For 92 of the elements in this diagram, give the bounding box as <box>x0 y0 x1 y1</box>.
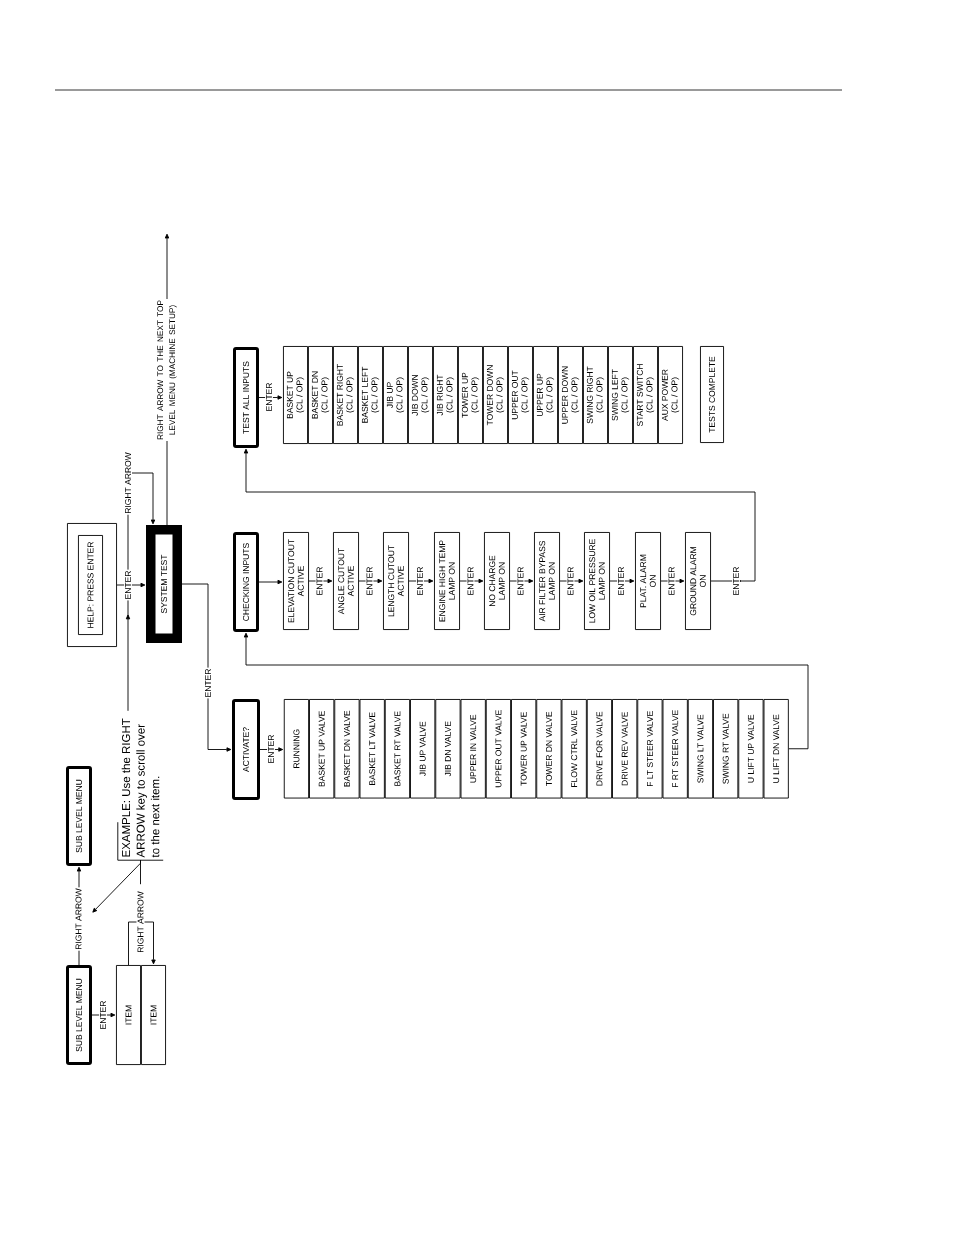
display-box: U LIFT UP VALVE <box>738 699 764 799</box>
display-box: AIR FILTER BYPASS LAMP ON <box>534 532 560 630</box>
display-box: JIB DOWN (CL / OP) <box>408 346 433 444</box>
arrow <box>116 582 146 588</box>
display-box: U LIFT DN VALVE <box>763 699 789 799</box>
arrow <box>308 578 333 584</box>
display-box: TOWER DN VALVE <box>536 699 562 799</box>
display-box: ITEM <box>116 965 141 1065</box>
edge-label: ENTER <box>466 565 475 597</box>
message-box: HELP: PRESS ENTER <box>78 535 103 635</box>
edge-label: RIGHT ARROW <box>136 890 145 954</box>
display-box: BASKET LEFT (CL / OP) <box>358 346 383 444</box>
arrow <box>660 578 685 584</box>
arrow <box>258 395 283 400</box>
display-box: TOWER DOWN (CL / OP) <box>483 346 508 444</box>
display-box: JIB UP VALVE <box>410 699 436 799</box>
edge-label: ENTER <box>516 565 525 597</box>
arrow <box>358 578 383 584</box>
display-box: ITEM <box>141 965 166 1065</box>
arrow <box>459 578 484 584</box>
display-box: JIB DN VALVE <box>435 699 461 799</box>
edge-label: ENTER <box>124 569 132 601</box>
display-box: START SWITCH (CL / OP) <box>633 346 658 444</box>
edge-label: ENTER <box>204 667 212 699</box>
arrow <box>243 448 756 584</box>
display-box: BASKET LT VALVE <box>359 699 385 799</box>
display-box: SWING LT VALVE <box>687 699 714 799</box>
display-box: JIB RIGHT (CL / OP) <box>433 346 458 444</box>
arrow <box>509 578 534 584</box>
edge-label: ENTER <box>315 565 324 597</box>
display-box: TESTS COMPLETE <box>700 346 724 443</box>
edge-label: ENTER <box>267 733 275 765</box>
arrow <box>91 1012 116 1018</box>
menu-box: SUB LEVEL MENU <box>66 766 92 866</box>
edge-label: ENTER <box>416 565 424 597</box>
display-box: AUX POWER (CL / OP) <box>658 346 683 444</box>
menu-box: CHECKING INPUTS <box>233 532 259 632</box>
arrow <box>128 921 156 966</box>
edge-label: RIGHT ARROW <box>74 887 83 951</box>
edge-label: ENTER <box>566 565 575 597</box>
display-box: BASKET RIGHT (CL / OP) <box>333 346 358 444</box>
display-box: BASKET UP (CL / OP) <box>283 346 308 444</box>
display-box: LENGTH CUTOUT ACTIVE <box>383 532 409 630</box>
display-box: NO CHARGE LAMP ON <box>484 532 510 630</box>
display-box: JIB UP (CL / OP) <box>383 346 408 444</box>
arrow <box>408 578 434 584</box>
edge-label: ENTER <box>667 565 676 597</box>
display-box: SWING RIGHT (CL / OP) <box>583 346 608 444</box>
edge-label: ENTER <box>365 565 374 597</box>
display-box: FLOW CTRL VALVE <box>561 699 587 799</box>
display-box: UPPER IN VALVE <box>460 699 486 799</box>
display-box: BASKET DN VALVE <box>334 699 360 799</box>
display-box: TOWER UP (CL / OP) <box>458 346 483 444</box>
display-box: DRIVE REV VALVE <box>612 699 638 799</box>
edge-label: RIGHT ARROW TO THE NEXT TOP LEVEL MENU (MACHINE SETUP) <box>156 299 178 441</box>
display-box: BASKET UP VALVE <box>309 699 335 799</box>
display-box: BASKET RT VALVE <box>384 699 411 799</box>
arrow <box>181 583 232 752</box>
display-box: F LT STEER VALVE <box>637 699 663 799</box>
display-box: ENGINE HIGH TEMP LAMP ON <box>434 532 460 630</box>
menu-box: ACTIVATE? <box>232 699 260 800</box>
arrow <box>559 578 584 584</box>
arrow <box>259 747 284 752</box>
display-box: F RT STEER VALVE <box>662 699 688 799</box>
display-box: PLAT. ALARM ON <box>635 532 661 630</box>
display-box: UPPER OUT (CL / OP) <box>508 346 533 444</box>
arrow <box>258 579 283 585</box>
arrow <box>609 578 635 584</box>
leader-line <box>140 859 141 885</box>
display-box: DRIVE FOR VALVE <box>586 699 613 799</box>
display-box: LOW OIL PRESSURE LAMP ON <box>584 532 610 630</box>
display-box: TOWER UP VALVE <box>511 699 537 799</box>
display-box: GROUND ALARM ON <box>685 532 711 630</box>
display-box: RUNNING <box>283 699 310 799</box>
edge-label: ENTER <box>732 565 740 597</box>
edge-label: ENTER <box>617 565 625 597</box>
display-box: UPPER UP (CL / OP) <box>533 346 558 444</box>
display-box: UPPER OUT VALVE <box>485 699 512 799</box>
display-box: SWING RT VALVE <box>713 699 739 799</box>
menu-box: SYSTEM TEST <box>146 525 182 643</box>
display-box: SWING LEFT (CL / OP) <box>608 346 633 444</box>
display-box: UPPER DOWN (CL / OP) <box>558 346 583 444</box>
display-box: ELEVATION CUTOUT ACTIVE <box>283 532 309 630</box>
note-text: EXAMPLE: Use the RIGHT ARROW key to scroll over to the next item. <box>117 718 164 861</box>
menu-box: TEST ALL INPUTS <box>233 347 259 448</box>
display-box: ANGLE CUTOUT ACTIVE <box>333 532 359 630</box>
arrow <box>243 632 809 750</box>
display-box: BASKET DN (CL / OP) <box>308 346 333 444</box>
menu-box: SUB LEVEL MENU <box>66 965 92 1065</box>
edge-label: ENTER <box>99 999 107 1031</box>
edge-label: RIGHT ARROW <box>124 451 132 515</box>
edge-label: ENTER <box>265 381 273 413</box>
